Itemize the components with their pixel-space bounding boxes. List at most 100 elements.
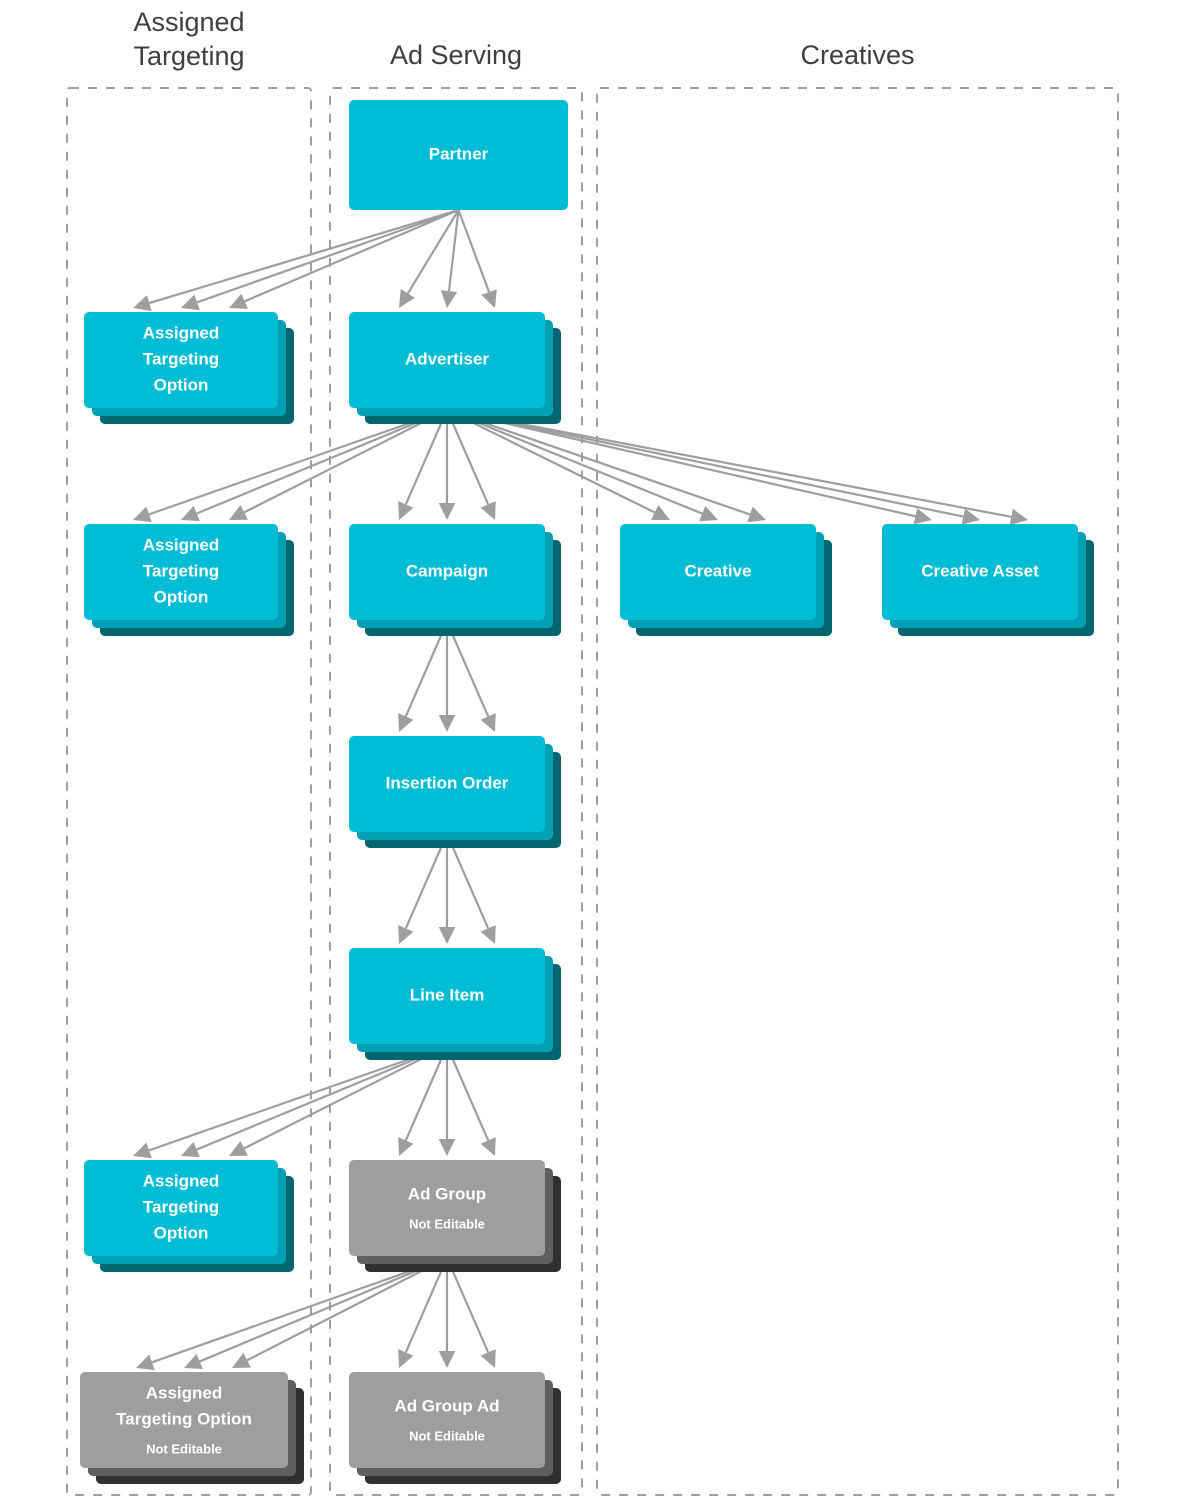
- edge-shaft: [196, 408, 448, 515]
- edge-shaft: [243, 409, 448, 514]
- node-card[interactable]: [84, 312, 278, 408]
- node-partner[interactable]: Partner: [349, 100, 568, 210]
- node-title: Insertion Order: [386, 773, 509, 792]
- edge-arrowhead: [480, 501, 496, 520]
- node-card[interactable]: [349, 312, 545, 408]
- node-card[interactable]: [349, 736, 545, 832]
- edge-arrowhead: [961, 508, 980, 525]
- edge-arrowhead: [398, 925, 414, 944]
- edge-ad-group-to-ad-group-ad: [398, 1257, 496, 1368]
- node-card[interactable]: [80, 1372, 288, 1468]
- edge-arrowhead: [133, 506, 152, 523]
- edge-advertiser-to-creative-asset: [446, 408, 1028, 525]
- edge-arrowhead: [438, 927, 456, 944]
- node-card[interactable]: [882, 524, 1078, 620]
- edge-arrowhead: [181, 1141, 200, 1158]
- nodes-layer: PartnerAssignedTargetingOptionAdvertiser…: [80, 100, 1094, 1484]
- node-card[interactable]: [84, 524, 278, 620]
- node-card[interactable]: [620, 524, 816, 620]
- edge-arrowhead: [1009, 508, 1028, 525]
- edge-shaft: [148, 1044, 448, 1152]
- edge-arrowhead: [398, 1137, 414, 1156]
- column-header-creatives: Creatives: [800, 40, 914, 70]
- edge-arrowhead: [398, 501, 414, 520]
- edge-arrowhead: [747, 506, 766, 523]
- node-title: Option: [154, 375, 209, 394]
- node-creative[interactable]: Creative: [620, 524, 832, 636]
- node-card[interactable]: [349, 1372, 545, 1468]
- edge-campaign-to-insertion-order: [398, 621, 496, 732]
- edge-arrowhead: [481, 289, 497, 308]
- node-title: Targeting Option: [116, 1409, 252, 1428]
- edge-shaft: [196, 208, 459, 304]
- edge-insertion-order-to-line-item: [398, 833, 496, 944]
- edge-arrowhead: [438, 715, 456, 732]
- edge-shaft: [445, 833, 490, 929]
- edge-shaft: [446, 408, 964, 518]
- node-card[interactable]: [349, 524, 545, 620]
- edge-line-item-to-ad-group: [398, 1045, 496, 1156]
- edge-shaft: [404, 1257, 449, 1353]
- node-title: Assigned: [143, 535, 220, 554]
- edge-shaft: [199, 1256, 448, 1363]
- node-title: Targeting: [143, 561, 219, 580]
- node-campaign[interactable]: Campaign: [349, 524, 561, 636]
- node-card[interactable]: [349, 1160, 545, 1256]
- node-title: Ad Group: [408, 1184, 486, 1203]
- edge-shaft: [246, 1257, 448, 1362]
- edge-shaft: [446, 408, 703, 515]
- edge-shaft: [445, 1257, 490, 1353]
- edge-shaft: [196, 1044, 448, 1151]
- edge-arrowhead: [440, 290, 458, 308]
- node-title: Assigned: [143, 1171, 220, 1190]
- edge-arrowhead: [136, 1354, 155, 1371]
- node-title: Option: [154, 587, 209, 606]
- column-header-label: Assigned: [133, 7, 244, 37]
- node-insertion-order[interactable]: Insertion Order: [349, 736, 561, 848]
- node-card[interactable]: [349, 100, 568, 210]
- node-title: Targeting: [143, 1197, 219, 1216]
- node-line-item[interactable]: Line Item: [349, 948, 561, 1060]
- edge-arrowhead: [399, 289, 415, 308]
- edge-shaft: [445, 621, 490, 717]
- node-advertiser[interactable]: Advertiser: [349, 312, 561, 424]
- edge-arrowhead: [699, 505, 718, 522]
- node-title: Targeting: [143, 349, 219, 368]
- edge-shaft: [151, 1256, 448, 1364]
- node-not-editable-label: Not Editable: [146, 1441, 222, 1456]
- edge-arrowhead: [480, 925, 496, 944]
- edge-arrowhead: [229, 1140, 248, 1156]
- node-card[interactable]: [349, 948, 545, 1044]
- edge-shaft: [243, 1045, 448, 1150]
- column-header-ad-serving: Ad Serving: [390, 40, 522, 70]
- edge-shaft: [447, 209, 460, 292]
- edge-arrowhead: [232, 1352, 251, 1368]
- node-creative-asset[interactable]: Creative Asset: [882, 524, 1094, 636]
- edge-arrowhead: [398, 1349, 414, 1368]
- node-not-editable-label: Not Editable: [409, 1428, 485, 1443]
- edge-shaft: [406, 209, 460, 295]
- node-title: Creative: [684, 561, 751, 580]
- edge-ad-group-to-assigned-targeting-option-ad-group: [136, 1256, 448, 1371]
- edge-arrowhead: [133, 295, 152, 311]
- edge-shaft: [148, 408, 448, 516]
- node-title: Line Item: [410, 985, 485, 1004]
- edge-shaft: [446, 408, 751, 516]
- edges-layer: [133, 208, 1028, 1371]
- edge-advertiser-to-assigned-targeting-option-advertiser: [133, 408, 448, 523]
- edge-shaft: [244, 208, 459, 303]
- node-card[interactable]: [84, 1160, 278, 1256]
- edge-shaft: [148, 208, 459, 305]
- edge-arrowhead: [229, 504, 248, 520]
- node-title: Campaign: [406, 561, 488, 580]
